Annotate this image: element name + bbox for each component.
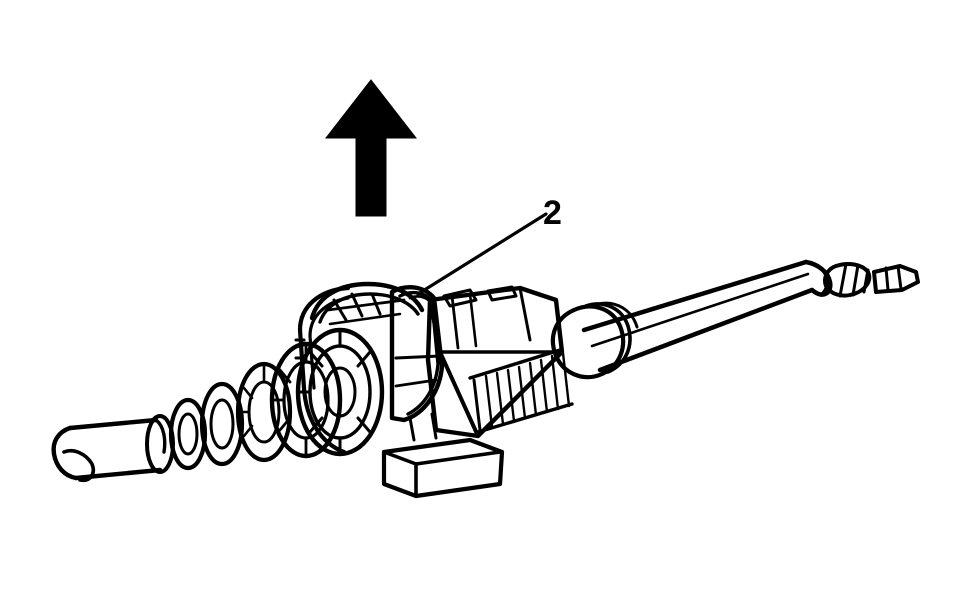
- bearing-cage: [295, 327, 385, 457]
- callout-2: 2: [416, 194, 562, 296]
- assembly-drawing: [51, 259, 920, 499]
- upper-tube: [581, 259, 833, 373]
- shaft-left-stub: [51, 417, 167, 483]
- tube-collar: [823, 262, 872, 298]
- ribbed-collar: [468, 348, 574, 434]
- up-arrow-icon: [324, 79, 418, 217]
- spline-tip: [872, 264, 920, 294]
- housing-cap: [309, 281, 425, 326]
- callout-2-leader-line: [416, 212, 548, 296]
- washer-ring-3: [235, 361, 293, 463]
- tube-base-ring: [550, 301, 639, 380]
- bearing-race: [269, 341, 343, 459]
- washer-ring-2: [199, 381, 245, 467]
- mounting-base: [381, 437, 505, 499]
- callout-2-label: 2: [543, 194, 562, 232]
